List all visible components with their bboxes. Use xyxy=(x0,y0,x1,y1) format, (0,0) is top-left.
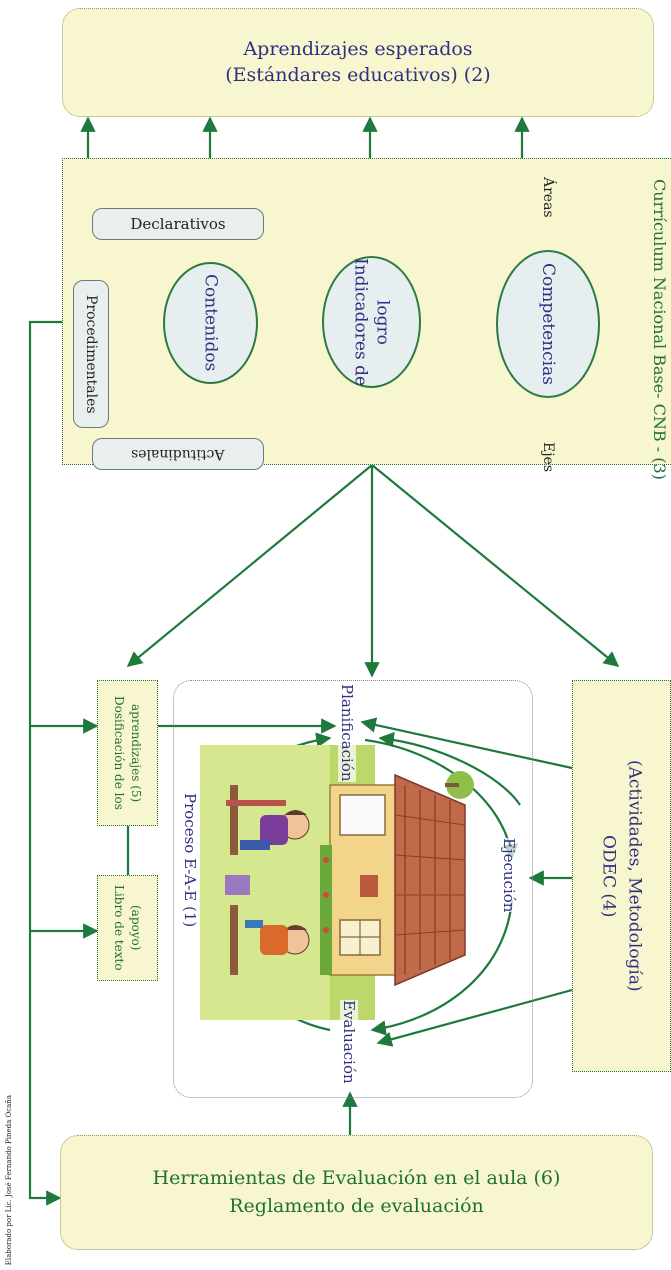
arrow-odec-evaluacion xyxy=(376,988,573,1047)
proceso-label: Proceso E-A-E (1) xyxy=(181,793,199,928)
contenidos-oval: Contenidos xyxy=(163,262,258,384)
cycle-ejecucion-evaluacion xyxy=(370,899,514,1036)
indicadores-line1: Indicadores de xyxy=(350,258,371,387)
declarativos-label: Declarativos xyxy=(130,215,226,233)
dosificacion-box: Dosificación de los aprendizajes (5) xyxy=(97,680,158,826)
arrow-cnb-odec xyxy=(371,464,620,667)
herramientas-line1: Herramientas de Evaluación en el aula (6… xyxy=(152,1166,561,1189)
herramientas-line2: Reglamento de evaluación xyxy=(229,1194,484,1217)
classroom-illustration xyxy=(200,745,474,1020)
actitudinales-box: Actitudinales xyxy=(92,438,264,470)
credit-text: Elaborado por Lic. José Fernando Pineda … xyxy=(5,1095,13,1266)
aprendizajes-esperados-box: Aprendizajes esperados (Estándares educa… xyxy=(62,8,654,117)
areas-label: Áreas xyxy=(540,177,556,218)
arrow-cnb-dosificacion xyxy=(126,464,373,667)
libro-box: Libro de texto (apoyo) xyxy=(97,875,158,981)
libro-line1: Libro de texto xyxy=(112,885,126,971)
dosificacion-line2: aprendizajes (5) xyxy=(129,703,143,803)
procedimentales-box: Procedimentales xyxy=(73,280,109,428)
evaluacion-label: Evaluación xyxy=(340,1000,358,1084)
cycle-ejecucion-planificacion xyxy=(378,731,521,806)
tree xyxy=(445,771,474,799)
declarativos-box: Declarativos xyxy=(92,208,264,240)
ejes-label: Ejes xyxy=(540,442,556,473)
roof xyxy=(394,773,466,987)
planificacion-label: Planificación xyxy=(338,684,356,782)
cnb-title: Currículum Nacional Base- CNB - (3) xyxy=(650,179,669,480)
odec-line1: ODEC (4) xyxy=(598,834,619,918)
hedge xyxy=(320,845,332,975)
procedimentales-label: Procedimentales xyxy=(83,294,99,414)
competencias-label: Competencias xyxy=(538,263,558,385)
ejecucion-label: Ejecución xyxy=(500,838,518,913)
odec-line2: (Actividades, Metodología) xyxy=(624,760,645,992)
children xyxy=(225,785,310,975)
proceso-frame xyxy=(173,680,533,1098)
odec-box: ODEC (4) (Actividades, Metodología) xyxy=(572,680,671,1072)
aprendizajes-line2: (Estándares educativos) (2) xyxy=(225,63,491,86)
libro-line2: (apoyo) xyxy=(129,905,143,951)
aprendizajes-line1: Aprendizajes esperados xyxy=(243,37,473,60)
indicadores-oval: Indicadores de logro xyxy=(322,256,421,388)
herramientas-box: Herramientas de Evaluación en el aula (6… xyxy=(60,1135,653,1250)
indicadores-line2: logro xyxy=(372,299,393,345)
house xyxy=(329,784,406,976)
arrow-bus-herramientas xyxy=(28,320,73,1206)
competencias-oval: Competencias xyxy=(496,250,600,398)
dosificacion-line1: Dosificación de los xyxy=(112,696,126,810)
contenidos-label: Contenidos xyxy=(200,274,221,372)
actitudinales-label: Actitudinales xyxy=(131,446,225,462)
arrow-odec-planificacion xyxy=(360,717,573,770)
